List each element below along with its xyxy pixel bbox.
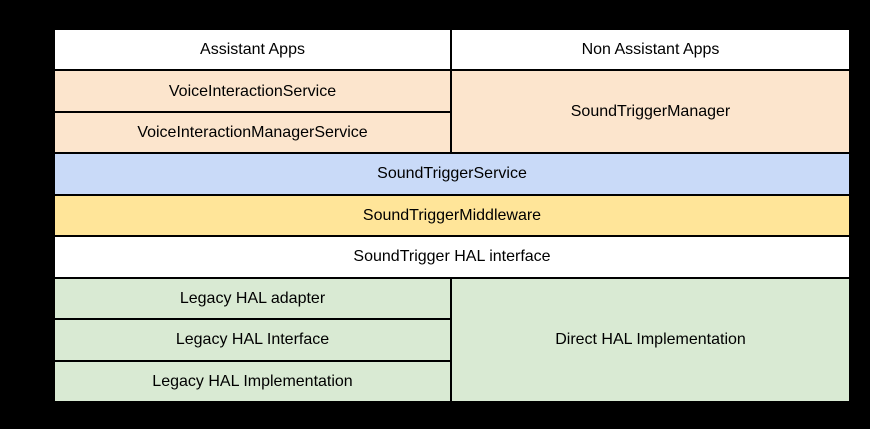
- cell-non-assistant-apps: Non Assistant Apps: [452, 30, 849, 70]
- cell-legacy-hal-adapter: Legacy HAL adapter: [55, 278, 450, 319]
- cell-voice-interaction-manager-service: VoiceInteractionManagerService: [55, 112, 450, 153]
- soundtrigger-stack-diagram: Assistant Apps Non Assistant Apps VoiceI…: [53, 28, 851, 403]
- cell-sound-trigger-hal-interface: SoundTrigger HAL interface: [55, 237, 849, 277]
- cell-voice-interaction-service: VoiceInteractionService: [55, 71, 450, 111]
- cell-direct-hal-implementation: Direct HAL Implementation: [452, 278, 849, 401]
- cell-legacy-hal-interface: Legacy HAL Interface: [55, 320, 450, 360]
- cell-assistant-apps: Assistant Apps: [55, 30, 450, 70]
- cell-legacy-hal-implementation: Legacy HAL Implementation: [55, 361, 450, 401]
- cell-sound-trigger-middleware: SoundTriggerMiddleware: [55, 195, 849, 236]
- cell-sound-trigger-manager: SoundTriggerManager: [452, 71, 849, 153]
- cell-sound-trigger-service: SoundTriggerService: [55, 154, 849, 194]
